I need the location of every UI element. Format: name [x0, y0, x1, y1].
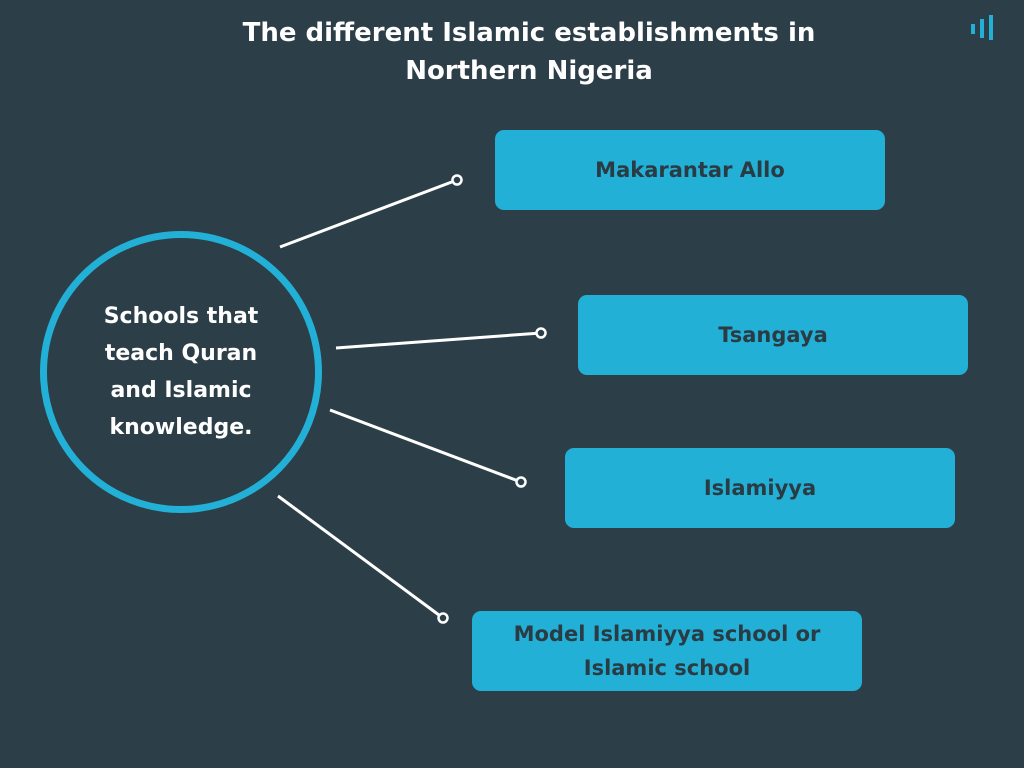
connector-dot-4: [437, 612, 449, 624]
branch-box-tsangaya: Tsangaya: [578, 295, 968, 375]
branch-label: Tsangaya: [718, 323, 828, 347]
bar-chart-icon: [971, 15, 993, 40]
branch-label: Islamiyya: [703, 476, 817, 500]
hub-label: Schools that teach Quran and Islamic kno…: [103, 304, 259, 440]
branch-box-model-islamiyya: Model Islamiyya school or Islamic school: [472, 611, 862, 691]
diagram-title: The different Islamic establishments in …: [242, 18, 816, 86]
branch-label: Model Islamiyya school or Islamic school: [513, 622, 821, 680]
connector-line-4: [277, 494, 444, 620]
branch-box-makarantar-allo: Makarantar Allo: [495, 130, 885, 210]
connector-dot-1: [451, 174, 463, 186]
hub-circle: [40, 231, 322, 513]
connector-line-3: [329, 408, 522, 484]
connector-line-1: [279, 178, 458, 249]
connector-dot-2: [535, 327, 547, 339]
branch-box-islamiyya: Islamiyya: [565, 448, 955, 528]
connector-line-2: [335, 331, 542, 350]
branch-label: Makarantar Allo: [595, 158, 785, 182]
connector-dot-3: [515, 476, 527, 488]
